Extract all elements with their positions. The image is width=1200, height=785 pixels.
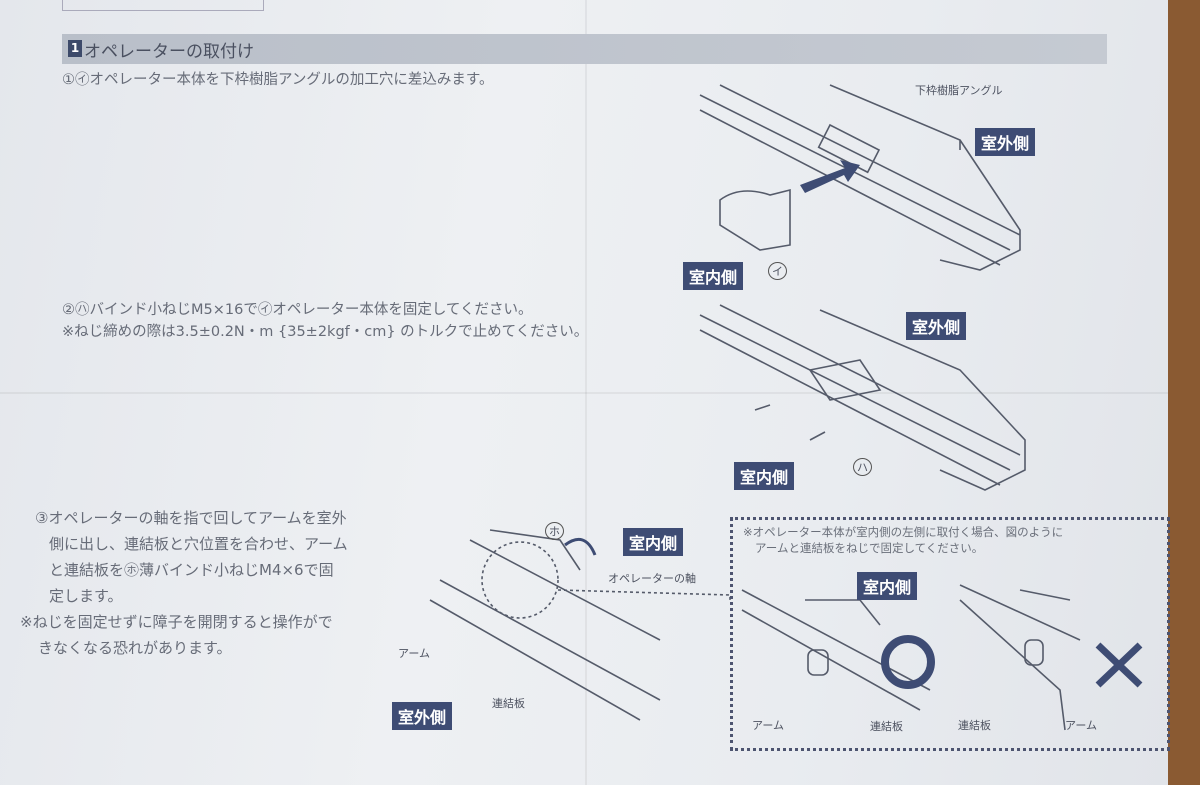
frame-diagram-2 — [699, 304, 1026, 491]
ok-circle-icon — [881, 635, 935, 689]
step3-text: ③オペレーターの軸を指で回してアームを室外 側に出し、連結板と穴位置を合わせ、ア… — [35, 505, 348, 609]
note-line: アームと連結板をねじで固定してください。 — [755, 541, 984, 555]
section-number: 1 — [68, 40, 82, 57]
part-ho-label: ホ — [545, 522, 564, 540]
warning-line: きなくなる恐れがあります。 — [38, 639, 232, 657]
outdoor-tag: 室外側 — [975, 128, 1036, 156]
step1-text: ①㋑オペレーター本体を下枠樹脂アングルの加工穴に差込みます。 — [62, 72, 494, 88]
step3-warning: ※ねじを固定せずに障子を開閉すると操作がで きなくなる恐れがあります。 — [20, 609, 333, 661]
shaft-label: オペレーターの軸 — [608, 572, 696, 585]
plate-label: 連結板 — [492, 697, 525, 710]
outdoor-tag: 室外側 — [906, 312, 967, 340]
left-side-note-box — [730, 517, 1170, 751]
arm-label: アーム — [1065, 719, 1098, 732]
step3-line: ③オペレーターの軸を指で回してアームを室外 — [35, 509, 347, 527]
section-header: 1 オペレーターの取付け — [62, 34, 1107, 64]
angle-label: 下枠樹脂アングル — [915, 84, 1003, 97]
installation-diagrams — [429, 84, 1143, 731]
plate-label: 連結板 — [870, 720, 903, 733]
indoor-tag: 室内側 — [734, 462, 795, 490]
indoor-tag: 室内側 — [623, 528, 684, 556]
table-fragment — [62, 0, 264, 11]
ng-cross-icon — [1095, 642, 1143, 688]
plate-label: 連結板 — [958, 719, 991, 732]
indoor-tag: 室内側 — [683, 262, 744, 290]
step2-note: ※ねじ締めの際は3.5±0.2N・m {35±2kgf・cm} のトルクで止めて… — [62, 324, 589, 340]
step3-line: と連結板を㋭薄バインド小ねじM4×6で固 — [49, 561, 334, 579]
warning-line: ※ねじを固定せずに障子を開閉すると操作がで — [20, 613, 333, 631]
insert-arrow — [800, 160, 860, 193]
arm-label: アーム — [752, 719, 785, 732]
step2-text: ②㋩バインド小ねじM5×16で㋑オペレーター本体を固定してください。 — [62, 302, 533, 318]
part-i-label: イ — [768, 262, 787, 280]
fold-line — [0, 392, 1168, 394]
arm-label: アーム — [398, 647, 431, 660]
step3-line: 定します。 — [49, 587, 123, 605]
frame-diagram-1 — [699, 84, 1021, 271]
detail-diagrams — [741, 584, 1081, 731]
note-line: ※オペレーター本体が室内側の左側に取付く場合、図のように — [743, 525, 1064, 539]
instruction-sheet: 1 オペレーターの取付け ①㋑オペレーター本体を下枠樹脂アングルの加工穴に差込み… — [0, 0, 1170, 785]
fold-line — [585, 0, 587, 785]
step3-line: 側に出し、連結板と穴位置を合わせ、アーム — [49, 535, 348, 553]
indoor-tag: 室内側 — [857, 572, 918, 600]
frame-diagram-3 — [429, 529, 731, 721]
part-ha-label: ハ — [853, 458, 872, 476]
section-title: オペレーターの取付け — [84, 42, 254, 62]
outdoor-tag: 室外側 — [392, 702, 453, 730]
note-text: ※オペレーター本体が室内側の左側に取付く場合、図のように アームと連結板をねじで… — [743, 524, 1063, 556]
